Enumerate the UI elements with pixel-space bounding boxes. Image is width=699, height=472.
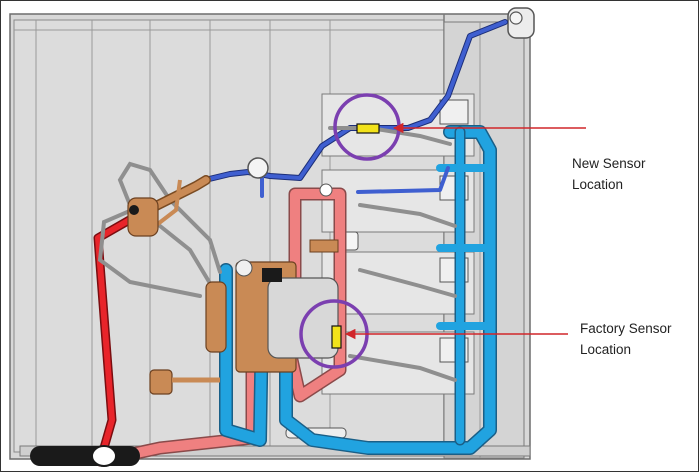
- new-sensor-label-line1: New Sensor: [572, 156, 646, 171]
- sensor-icon: [331, 325, 342, 349]
- new-sensor-label: New Sensor Location: [572, 153, 646, 195]
- drain-cylinder: [30, 445, 140, 467]
- factory-sensor-label-line1: Factory Sensor: [580, 321, 672, 336]
- factory-sensor: [299, 299, 568, 369]
- hot-gas-line: [93, 209, 145, 467]
- pressure-gauge: [247, 157, 333, 197]
- copper-components: [127, 175, 339, 395]
- new-sensor-label-line2: Location: [572, 177, 624, 192]
- factory-sensor-label: Factory Sensor Location: [580, 318, 672, 360]
- sensor-icon: [356, 123, 380, 134]
- new-sensor: [333, 93, 586, 161]
- capillary-tubes: [97, 126, 457, 382]
- liquid-line: [219, 125, 497, 455]
- factory-sensor-label-line2: Location: [580, 342, 632, 357]
